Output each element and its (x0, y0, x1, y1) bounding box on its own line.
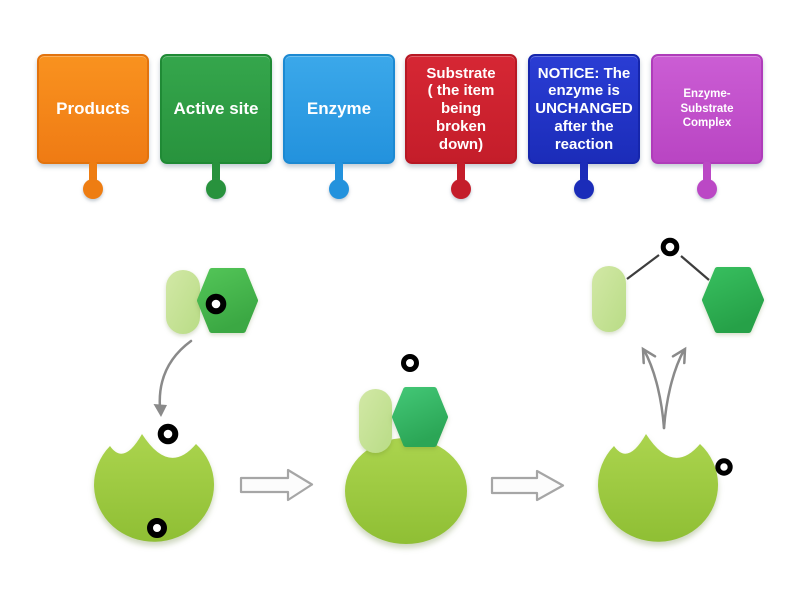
label-pin-dot-active-site[interactable] (206, 179, 226, 199)
label-card-active-site[interactable]: Active site (160, 54, 272, 164)
products-group (592, 254, 764, 333)
label-pin-stem (580, 162, 588, 184)
label-card-text: NOTICE: The enzyme is UNCHANGED after th… (535, 64, 633, 153)
pin-connector-left (626, 254, 660, 280)
label-pin-dot-enzyme[interactable] (329, 179, 349, 199)
pin-right-of-enzyme[interactable] (715, 458, 733, 476)
label-card-text: Products (56, 99, 130, 118)
label-pin-stem (457, 162, 465, 184)
label-card-notice[interactable]: NOTICE: The enzyme is UNCHANGED after th… (528, 54, 640, 164)
complex-pill (359, 389, 392, 453)
label-pin-stem (89, 162, 97, 184)
arrow-substrate-to-enzyme (153, 339, 193, 417)
label-pin-stem (703, 162, 711, 184)
label-card-substrate[interactable]: Substrate ( the item being broken down) (405, 54, 517, 164)
arrow-split-to-products (641, 346, 687, 430)
pin-on-free-substrate[interactable] (205, 293, 227, 315)
label-card-text: Enzyme (306, 99, 372, 118)
substrate-pill (166, 270, 200, 334)
pin-above-complex[interactable] (401, 354, 419, 372)
enzyme-right (598, 434, 719, 542)
pin-on-active-site-notch[interactable] (157, 423, 179, 445)
product-hexagon (702, 267, 764, 333)
label-pin-dot-products[interactable] (83, 179, 103, 199)
pin-connector-right (680, 255, 710, 281)
label-card-complex[interactable]: Enzyme-Substrate Complex (651, 54, 763, 164)
label-card-text: Substrate ( the item being broken down) (426, 64, 496, 153)
enzyme-middle (345, 438, 467, 544)
label-card-text: Enzyme-Substrate Complex (680, 87, 734, 130)
label-card-products[interactable]: Products (37, 54, 149, 164)
label-pin-dot-substrate[interactable] (451, 179, 471, 199)
label-pin-stem (335, 162, 343, 184)
arrow-step2-to-step3 (490, 469, 565, 502)
label-pin-dot-notice[interactable] (574, 179, 594, 199)
complex-hexagon (392, 387, 448, 447)
label-pin-dot-complex[interactable] (697, 179, 717, 199)
pin-on-enzyme-bottom[interactable] (147, 518, 167, 538)
label-card-text: Active site (173, 99, 259, 118)
label-pin-stem (212, 162, 220, 184)
pin-above-products[interactable] (660, 237, 680, 257)
product-pill (592, 266, 626, 332)
enzyme-substrate-complex (345, 387, 467, 544)
substrate-free (166, 268, 258, 334)
arrow-step1-to-step2 (239, 468, 314, 502)
substrate-hexagon (197, 268, 258, 333)
